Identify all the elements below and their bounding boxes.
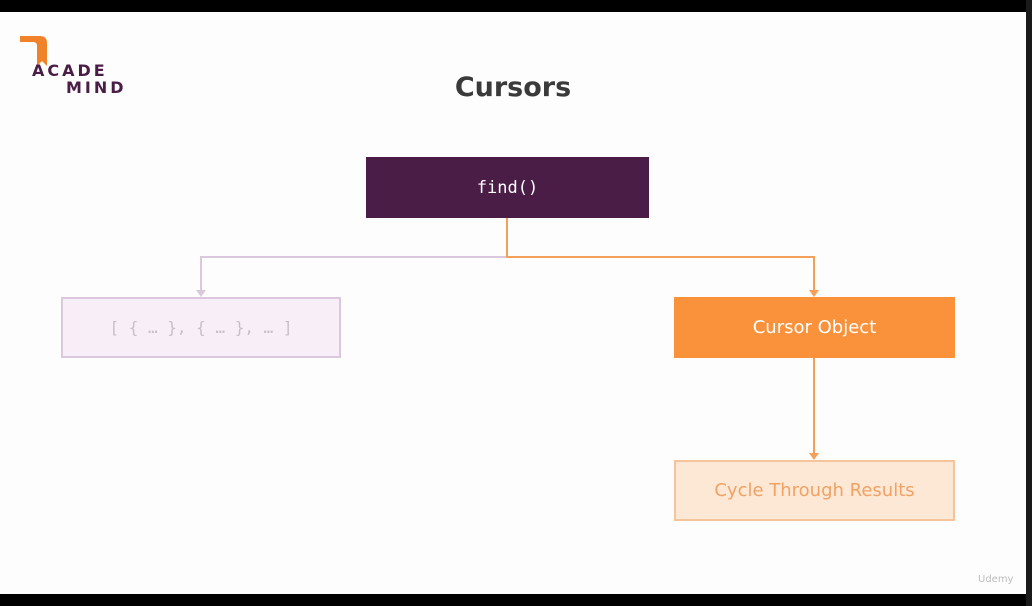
cursor-object-node: Cursor Object — [674, 297, 955, 358]
udemy-watermark: Udemy — [978, 574, 1014, 585]
logo-mark-icon — [20, 36, 47, 66]
connector-to-array — [200, 256, 507, 292]
arrowhead-cycle — [809, 453, 819, 460]
arrowhead-cursor — [809, 290, 819, 297]
logo-text-line2: MIND — [66, 78, 127, 97]
connector-to-cursor — [506, 218, 815, 292]
arrowhead-array — [196, 290, 206, 297]
academind-logo: ACADE MIND — [18, 36, 128, 106]
window-edge — [1026, 0, 1032, 606]
slide-title: Cursors — [454, 72, 572, 103]
slide: ACADE MIND Cursors find() [ { … }, { … }… — [0, 12, 1026, 594]
cycle-results-node: Cycle Through Results — [674, 460, 955, 521]
connector-lines — [196, 218, 819, 460]
find-node: find() — [366, 157, 649, 218]
array-result-node: [ { … }, { … }, … ] — [61, 297, 341, 358]
logo-text-line1: ACADE — [32, 61, 108, 80]
